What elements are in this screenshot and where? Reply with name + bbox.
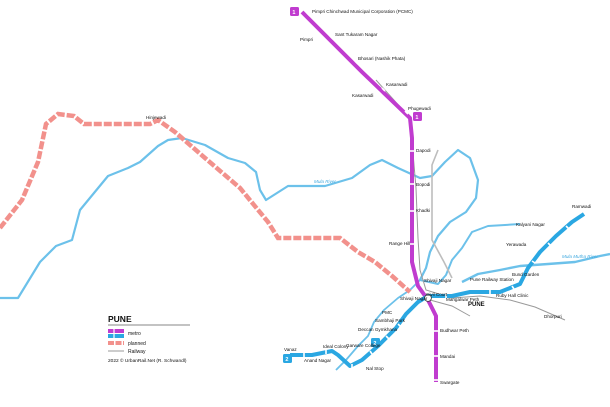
station-label-deccan-gymkhana: Deccan Gymkhana (358, 327, 398, 332)
river-south (335, 279, 421, 371)
legend-label-railway: Railway (128, 349, 146, 355)
rivers (0, 136, 610, 371)
station-label-dhorpuri: Dhorpuri (544, 314, 562, 319)
station-label-anand-nagar: Anand Nagar (304, 358, 332, 363)
station-label-shivaji-nagar: Shivaji Nagar (400, 296, 428, 301)
station-label-hinjewadi: Hinjewadi (146, 115, 166, 120)
line-1-badge-south: 1 (413, 112, 422, 121)
line-2-badge-east: 2 (371, 338, 380, 347)
station-label-kasarwadi: Kasarwadi (386, 82, 407, 87)
svg-text:2: 2 (285, 357, 288, 363)
station-label-bopodi: Bopodi (416, 182, 430, 187)
station-label-range-hill: Range Hill (389, 241, 410, 246)
legend-label-metro: metro (128, 331, 141, 337)
station-label-dapodi: Dapodi (416, 148, 431, 153)
svg-text:2: 2 (373, 341, 376, 347)
interchange-civil-court (424, 294, 432, 302)
line-1-badge-north: 1 (290, 7, 299, 16)
station-labels: Pimpri Chinchwad Municipal Corporation (… (284, 9, 591, 385)
river-lower (419, 223, 521, 285)
line-1-station-ticks (306, 12, 438, 381)
station-label-nal-stop: Nal Stop (366, 366, 384, 371)
station-label-vanaz: Vanaz (284, 347, 297, 352)
station-label-kalyani-nagar: Kalyani Nagar (516, 222, 545, 227)
station-label-bhosari: Bhosari (Nashik Phata) (358, 56, 406, 61)
station-label-ramwadi: Ramwadi (572, 204, 591, 209)
station-label-swargate: Swargate (440, 380, 460, 385)
station-label-civil-court: Civil Court (426, 292, 448, 297)
station-label-ruby-hall-clinic: Ruby Hall Clinic (496, 293, 529, 298)
svg-text:1: 1 (415, 115, 418, 121)
station-label-bund-garden: Bund Garden (512, 272, 540, 277)
station-label-garware-college: Garware College (346, 343, 381, 348)
station-label-ideal-colony: Ideal Colony (323, 344, 349, 349)
station-label-budhwar-peth: Budhwar Peth (440, 328, 469, 333)
legend: PUNE metro planned Railway 2022 © UrbanR… (108, 314, 190, 364)
station-label-phugewadi: Phugewadi (408, 106, 431, 111)
station-label-kasarwadi-rail: Kasarwadi (352, 93, 373, 98)
metro-line-2 (290, 212, 586, 368)
river-mula-mutha (461, 252, 610, 284)
river-label-mula: Mula River (314, 179, 336, 184)
station-label-pune-railway-station: Pune Railway Station (470, 277, 514, 282)
river-west (0, 136, 480, 300)
station-label-shivaji-nagar-rail: Shivaji Nagar (424, 278, 452, 283)
station-label-yerawada: Yerawada (506, 242, 527, 247)
railway-south (429, 299, 471, 317)
station-label-pmc: PMC (382, 310, 393, 315)
map-credit: 2022 © UrbanRail.Net (R. Schwandl) (108, 357, 187, 364)
station-label-khadki: Khadki (416, 208, 430, 213)
map-title: PUNE (108, 314, 132, 324)
river-label-mula-mutha: Mula Mutha River (562, 254, 598, 259)
svg-text:1: 1 (292, 10, 295, 16)
legend-label-planned: planned (128, 341, 146, 347)
planned-line-hinjewadi (0, 111, 412, 294)
line-2-station-ticks (303, 225, 570, 368)
line-2-badge-west: 2 (283, 354, 292, 363)
city-label-pune: PUNE (468, 302, 485, 308)
station-label-sambhaji-park: Sambhaji Park (375, 318, 406, 323)
station-label-sant-tukaram-nagar: Sant Tukaram Nagar (335, 32, 378, 37)
grey-corridor (431, 149, 453, 279)
station-label-pcmc: Pimpri Chinchwad Municipal Corporation (… (312, 9, 413, 14)
station-label-pimpri: Pimpri (300, 37, 313, 42)
station-label-mandai: Mandai (440, 354, 455, 359)
metro-line-1 (300, 10, 438, 382)
station-label-mangalwar-peth: Mangalwar Peth (446, 297, 480, 302)
